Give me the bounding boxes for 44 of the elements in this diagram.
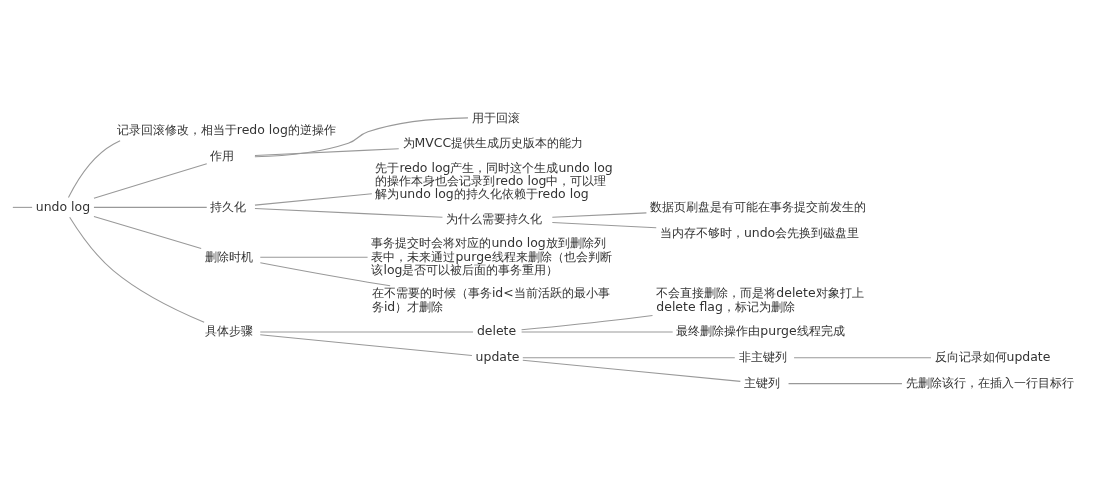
connector (259, 256, 369, 258)
node-text: 不会直接删除，而是将delete对象打上delete flag，标记为删除 (656, 285, 864, 314)
connector (254, 117, 469, 158)
node-text: update (475, 349, 520, 365)
node-text: 事务提交时会将对应的undo log放到删除列表中，未来通过purge线程来删除（也会判断该log是否可以被后面的事务重用） (371, 235, 612, 277)
node-text: 为什么需要持久化 (446, 211, 543, 227)
connector (93, 206, 208, 208)
node-text: 先删除该行，在插入一行目标行 (905, 374, 1074, 390)
connector (522, 357, 736, 359)
connector (521, 315, 654, 331)
node-text: 当内存不够时，undo会先换到磁盘里 (659, 224, 860, 240)
node-text: 主键列 (744, 374, 781, 390)
connector (788, 383, 903, 385)
node-text: 持久化 (210, 198, 247, 214)
connector (521, 331, 674, 333)
node-text: 先于redo log产生，同时这个生成undo log的操作本身也会记录到redo log中，可以理解为undo log的持久化依赖于redo log (375, 159, 613, 202)
connector (67, 140, 121, 198)
node-text: 具体步骤 (204, 323, 253, 339)
node-text: 为MVCC提供生成历史版本的能力 (402, 135, 584, 151)
node-text: 数据页刷盘是有可能在事务提交前发生的 (650, 198, 867, 214)
connector (551, 222, 657, 229)
node-text: 最终删除操作由purge线程完成 (676, 323, 845, 339)
connector (254, 193, 373, 206)
node-text: 反向记录如何update (934, 349, 1051, 365)
node-text: 删除时机 (204, 248, 253, 264)
connector (93, 163, 208, 199)
connector (522, 359, 741, 382)
node-text: 在不需要的时候（事务id<当前活跃的最小事务id）才删除 (371, 285, 610, 314)
connector (69, 216, 205, 323)
connector (259, 262, 391, 287)
connector (12, 206, 33, 208)
node-text: 非主键列 (738, 349, 787, 365)
connector (259, 331, 474, 333)
node-text: 记录回滚修改，相当于redo log的逆操作 (116, 122, 336, 138)
connector (93, 215, 202, 250)
node-text: undo log (35, 198, 91, 214)
connector (551, 212, 647, 218)
node-text: 作用 (210, 147, 235, 163)
connector (254, 148, 400, 157)
node-text: delete (476, 323, 517, 339)
node-text: 用于回滚 (471, 109, 520, 125)
connector (259, 334, 473, 356)
connector (254, 207, 443, 218)
connector (793, 357, 932, 359)
